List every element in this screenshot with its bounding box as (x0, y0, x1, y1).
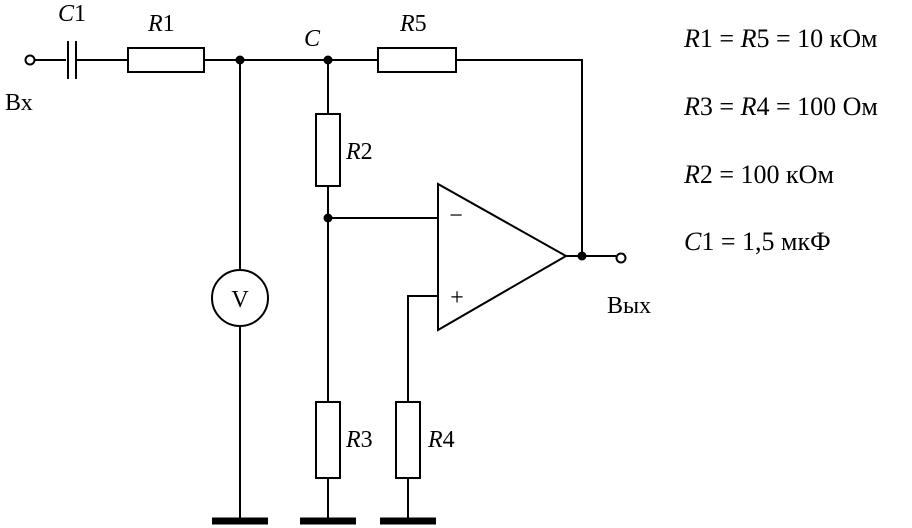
label-output: Вых (607, 293, 651, 319)
value-r1-r5: R1 = R5 = 10 кОм (683, 24, 877, 53)
component-values: R1 = R5 = 10 кОм R3 = R4 = 100 Ом R2 = 1… (683, 24, 878, 256)
junction-dot-node-c (323, 55, 333, 65)
label-input: Вх (5, 90, 33, 116)
label-r1: R1 (147, 11, 175, 37)
label-r3: R3 (345, 427, 373, 453)
value-c1: C1 = 1,5 мкФ (684, 227, 831, 256)
resistor-r5 (377, 47, 457, 73)
wire-noninverting-input (407, 295, 438, 402)
opamp-minus-sign: − (449, 203, 463, 229)
junction-dot-voltmeter (235, 55, 245, 65)
junction-dot-inverting (323, 213, 333, 223)
value-r2: R2 = 100 кОм (683, 160, 834, 189)
label-r2: R2 (345, 139, 373, 165)
capacitor-c1 (67, 41, 77, 79)
label-c1: C1 (58, 1, 86, 27)
label-r4: R4 (427, 427, 455, 453)
value-r3-r4: R3 = R4 = 100 Ом (683, 92, 878, 121)
resistor-r1 (127, 47, 205, 73)
resistor-r2 (315, 113, 341, 187)
output-terminal (615, 252, 627, 264)
label-r5: R5 (399, 11, 427, 37)
wires (34, 59, 616, 520)
resistor-r3 (315, 401, 341, 479)
resistor-r4 (395, 401, 421, 479)
wire-r5-to-output (456, 59, 583, 256)
voltmeter-label: V (231, 287, 249, 313)
junction-dot-output (577, 251, 587, 261)
input-terminal (24, 54, 36, 66)
label-node-c: C (304, 26, 321, 52)
op-amp: − + (437, 182, 569, 332)
voltmeter: V (211, 269, 269, 327)
opamp-plus-sign: + (450, 285, 464, 311)
